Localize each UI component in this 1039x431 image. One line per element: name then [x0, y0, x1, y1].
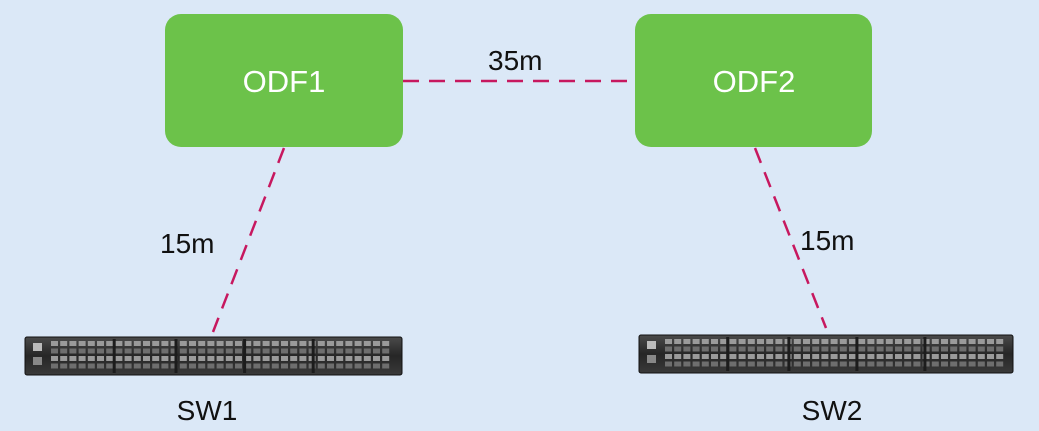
- odf1-node[interactable]: ODF1: [165, 14, 403, 147]
- odf2-node[interactable]: ODF2: [635, 14, 872, 147]
- network-switch-icon: [24, 336, 403, 376]
- distance-label-odf1-sw1: 15m: [160, 228, 214, 259]
- distance-label-odf1-odf2: 35m: [488, 45, 542, 76]
- sw1-label: SW1: [177, 395, 238, 426]
- sw2-switch[interactable]: [638, 334, 1014, 374]
- network-switch-icon: [638, 334, 1014, 374]
- link-odf2-sw2: [753, 147, 828, 329]
- odf1-label: ODF1: [243, 64, 326, 99]
- odf2-box: [635, 14, 872, 147]
- sw1-switch[interactable]: [24, 336, 403, 376]
- link-odf1-sw1: [211, 147, 286, 333]
- odf2-label: ODF2: [713, 64, 796, 99]
- odf1-box: [165, 14, 403, 147]
- sw2-label: SW2: [802, 395, 863, 426]
- distance-label-odf2-sw2: 15m: [800, 225, 854, 256]
